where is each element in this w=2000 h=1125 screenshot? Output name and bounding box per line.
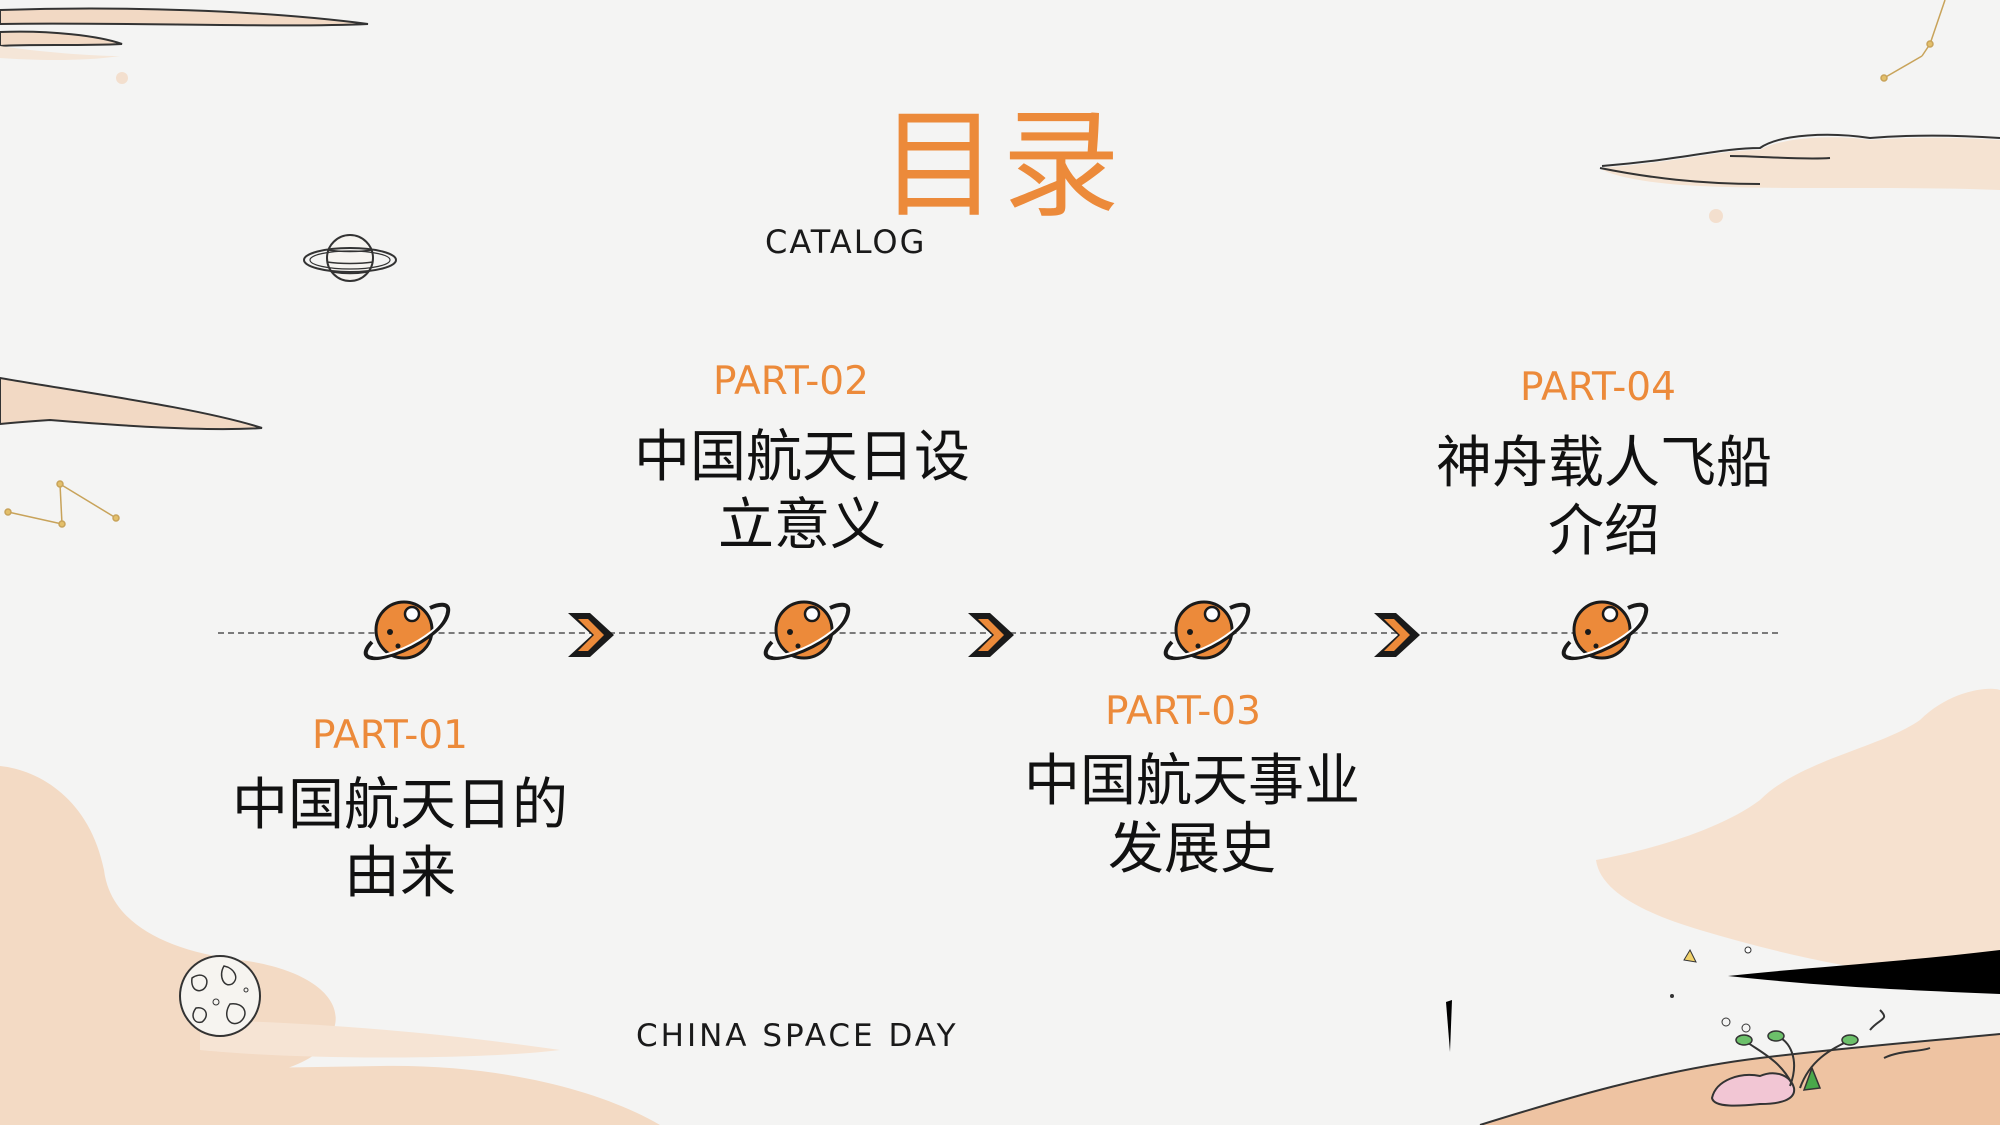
- cloud-icon: [1599, 133, 2000, 190]
- cloud-icon: [0, 7, 369, 60]
- part-label: PART-02: [713, 359, 869, 404]
- part-label: PART-04: [1520, 365, 1676, 410]
- chevron-right-icon: [1374, 613, 1420, 657]
- part-title: 中国航天事业发展史: [1024, 749, 1360, 882]
- planet-icon: [1561, 600, 1649, 661]
- part-label: PART-03: [1105, 689, 1261, 734]
- part-title: 中国航天日的由来: [232, 773, 568, 906]
- constellation-icon: [4, 480, 120, 528]
- page-subtitle: CATALOG: [765, 223, 927, 261]
- rock-plant-decoration: [1670, 946, 1931, 1107]
- footer-text: CHINA SPACE DAY: [636, 1018, 959, 1054]
- planet-icon: [1163, 600, 1251, 661]
- ringed-planet-icon: [303, 234, 397, 282]
- part-title: 中国航天日设立意义: [634, 425, 970, 558]
- comet-streak: [1446, 1000, 1452, 1052]
- constellation-icon: [1880, 0, 1946, 82]
- page-title: 目录: [880, 96, 1125, 234]
- planet-icon: [363, 600, 451, 661]
- sand-dune: [1479, 688, 2000, 1125]
- cloud-icon: [0, 376, 263, 431]
- planet-icon: [763, 600, 851, 661]
- part-label: PART-01: [312, 713, 468, 758]
- moon-icon: [179, 955, 261, 1037]
- chevron-right-icon: [968, 613, 1014, 657]
- part-title: 神舟载人飞船介绍: [1436, 431, 1772, 564]
- chevron-right-icon: [568, 613, 614, 657]
- comet-streak: [1728, 950, 2000, 994]
